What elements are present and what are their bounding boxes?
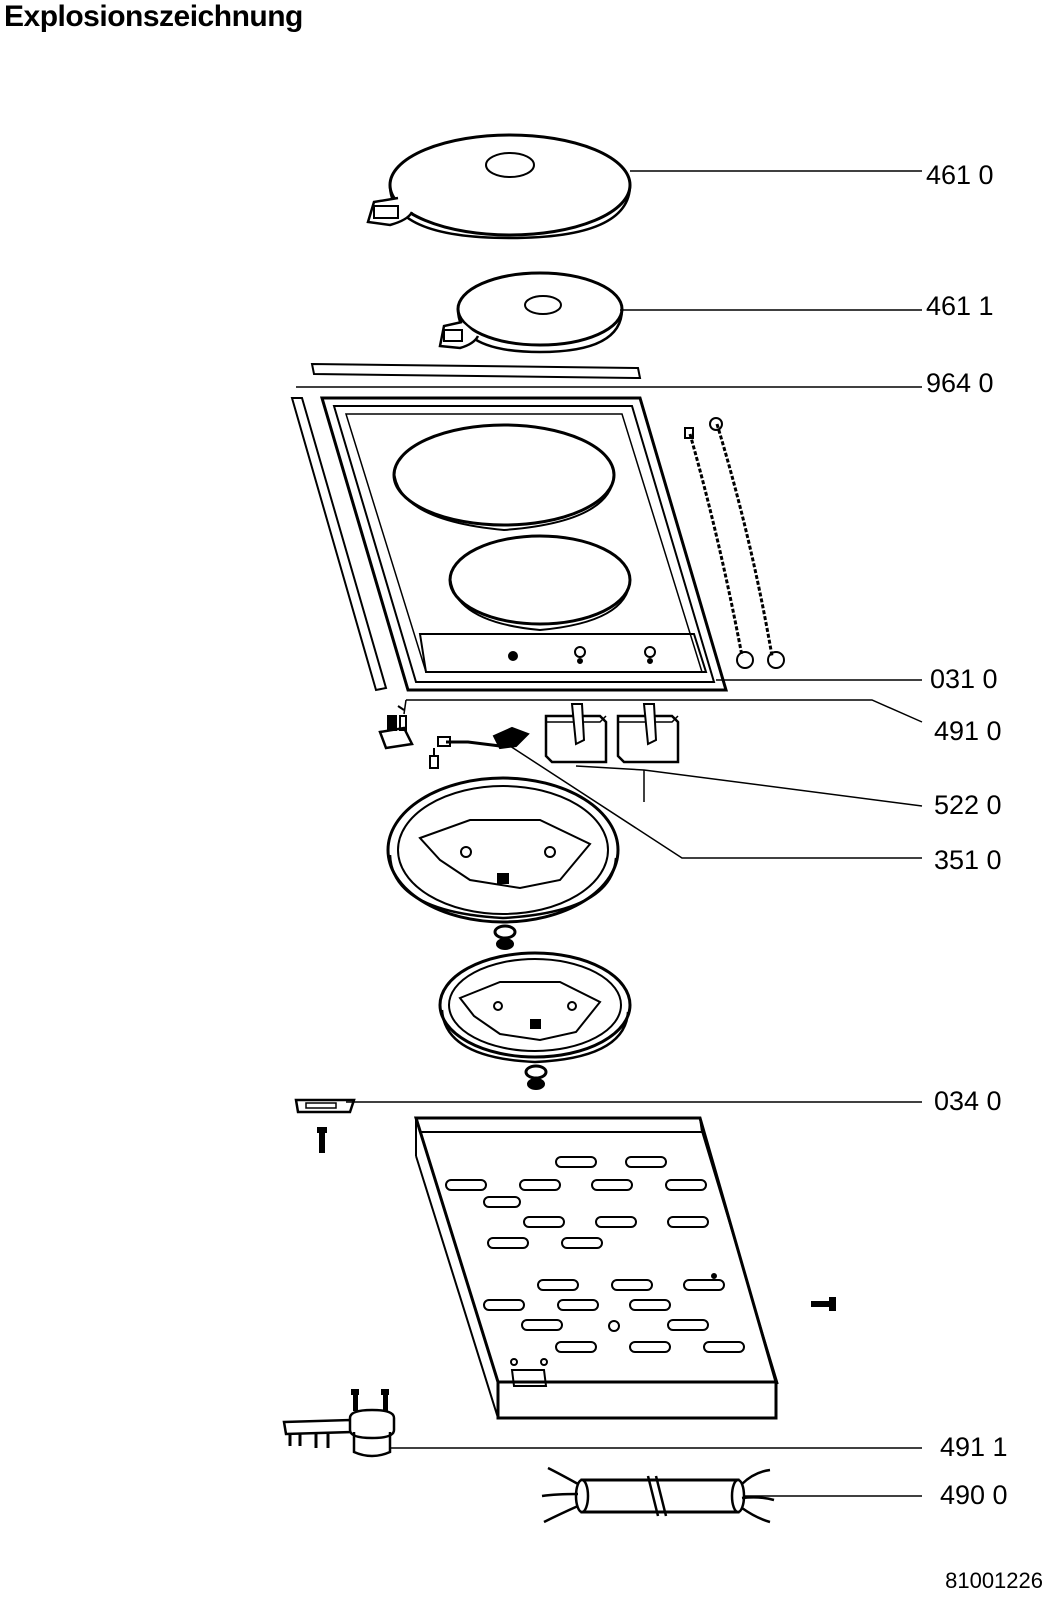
part-label-031-0: 031 0: [930, 664, 998, 694]
part-label-522-0: 522 0: [934, 790, 1002, 820]
energy-regulator[interactable]: [546, 704, 678, 762]
drip-tray-lower: [440, 953, 630, 1089]
loose-screw: [812, 1298, 835, 1310]
seal-strip[interactable]: [292, 364, 640, 690]
thermal-switch[interactable]: [380, 706, 412, 748]
hotplate-small[interactable]: [440, 273, 622, 352]
power-cable[interactable]: [542, 1468, 774, 1522]
indicator-lamp[interactable]: [430, 728, 528, 768]
document-number: 81001226: [945, 1568, 1043, 1593]
part-label-491-1: 491 1: [940, 1432, 1008, 1462]
part-label-491-0: 491 0: [934, 716, 1002, 746]
drip-tray-upper: [388, 778, 618, 949]
part-label-034-0: 034 0: [934, 1086, 1002, 1116]
part-label-461-1: 461 1: [926, 291, 994, 321]
part-label-351-0: 351 0: [934, 845, 1002, 875]
terminal-block[interactable]: [284, 1390, 394, 1456]
page-title: Explosionszeichnung: [4, 0, 303, 33]
cooktop-frame[interactable]: [322, 398, 726, 690]
part-label-964-0: 964 0: [926, 368, 994, 398]
part-label-461-0: 461 0: [926, 160, 994, 190]
fixing-bracket[interactable]: [296, 1100, 354, 1152]
part-label-490-0: 490 0: [940, 1480, 1008, 1510]
leader-lines: [296, 171, 922, 1496]
bottom-housing: [416, 1118, 778, 1418]
earth-wires: [685, 418, 784, 668]
hotplate-large[interactable]: [368, 135, 630, 238]
